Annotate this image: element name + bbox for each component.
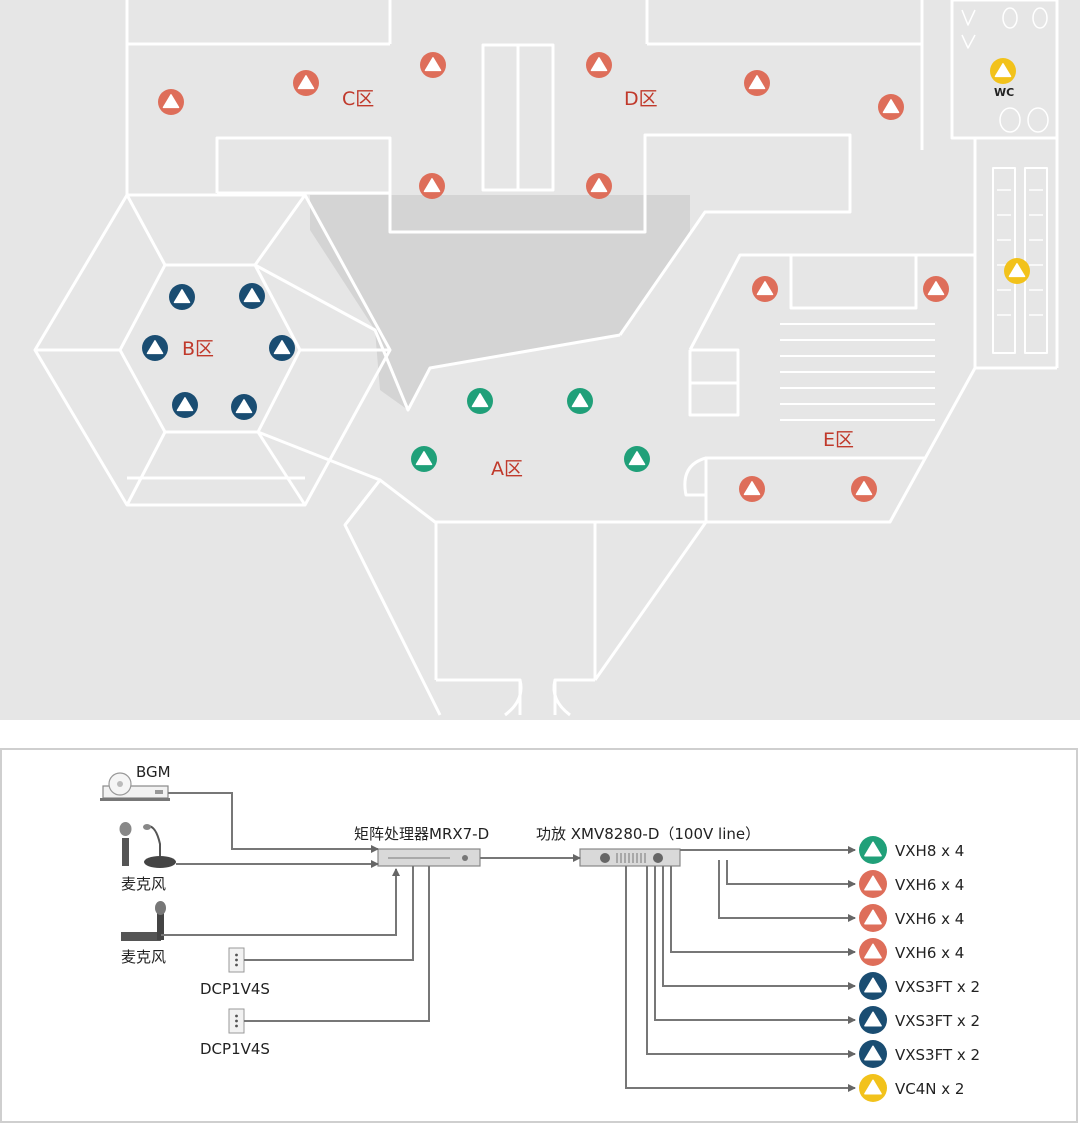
speaker-green-icon: [859, 836, 887, 864]
speaker-red-icon: [878, 94, 904, 120]
output-label: VXS3FT x 2: [895, 1012, 980, 1030]
bgm-label: BGM: [136, 763, 171, 781]
speaker-yellow-icon: [1004, 258, 1030, 284]
speaker-red-icon: [739, 476, 765, 502]
output-label: VXH6 x 4: [895, 876, 964, 894]
mic-label-2: 麦克风: [121, 948, 166, 966]
speaker-green-icon: [567, 388, 593, 414]
speaker-red-icon: [859, 938, 887, 966]
amplifier-icon: [579, 848, 681, 867]
output-line: [662, 866, 856, 990]
speaker-green-icon: [467, 388, 493, 414]
zone-label-a: A区: [491, 458, 523, 480]
speaker-navy-icon: [142, 335, 168, 361]
dcp-label-2: DCP1V4S: [200, 1040, 270, 1058]
processor-label: 矩阵处理器MRX7-D: [354, 825, 489, 843]
output-label: VC4N x 2: [895, 1080, 964, 1098]
zone-label-b: B区: [182, 338, 214, 360]
speaker-navy-icon: [859, 972, 887, 1000]
microphone-icon: [119, 822, 176, 868]
zone-label-e: E区: [823, 429, 854, 451]
output-label: VXH6 x 4: [895, 944, 964, 962]
output-line: [670, 866, 856, 956]
speaker-navy-icon: [859, 1006, 887, 1034]
system-schematic: BGM 麦克风 麦克风 DCP1V4S DCP1V4S 矩阵处理器MRX7-D …: [0, 748, 1078, 1123]
floor-background: [0, 0, 1080, 720]
speaker-green-icon: [411, 446, 437, 472]
output-line: [726, 860, 856, 888]
output-label: VXS3FT x 2: [895, 978, 980, 996]
amplifier-output-lines: [625, 846, 856, 1092]
speaker-red-icon: [744, 70, 770, 96]
output-list: VXH8 x 4 VXH6 x 4 VXH6 x 4 VXH6 x 4 VXS3…: [895, 842, 980, 1098]
speaker-red-icon: [293, 70, 319, 96]
signal-lines: [161, 792, 581, 1022]
speaker-navy-icon: [239, 283, 265, 309]
speaker-green-icon: [624, 446, 650, 472]
atrium-void: [310, 195, 690, 410]
speaker-navy-icon: [169, 284, 195, 310]
speaker-navy-icon: [172, 392, 198, 418]
output-line: [625, 866, 856, 1092]
speaker-navy-icon: [859, 1040, 887, 1068]
zone-label-d: D区: [624, 88, 658, 110]
wc-label: WC: [994, 86, 1014, 99]
speaker-red-icon: [420, 52, 446, 78]
dcp-label-1: DCP1V4S: [200, 980, 270, 998]
speaker-red-icon: [851, 476, 877, 502]
amplifier-label: 功放 XMV8280-D（100V line）: [536, 825, 760, 843]
output-label: VXH8 x 4: [895, 842, 964, 860]
speaker-markers: [142, 52, 1030, 502]
floor-plan: C区 D区 B区 A区 E区 WC: [0, 0, 1080, 720]
output-speaker-icons: [859, 836, 887, 1102]
output-label: VXS3FT x 2: [895, 1046, 980, 1064]
output-line: [654, 866, 856, 1024]
speaker-red-icon: [859, 870, 887, 898]
bgm-player-icon: [100, 772, 170, 801]
dcp-panel-icon: [228, 947, 245, 973]
walls: [33, 0, 1059, 717]
matrix-processor-icon: [377, 848, 481, 867]
speaker-red-icon: [586, 173, 612, 199]
speaker-red-icon: [419, 173, 445, 199]
zone-label-c: C区: [342, 88, 374, 110]
output-line: [646, 866, 856, 1058]
wireless-mic-icon: [121, 901, 166, 941]
speaker-yellow-icon: [990, 58, 1016, 84]
speaker-yellow-icon: [859, 1074, 887, 1102]
speaker-red-icon: [752, 276, 778, 302]
output-label: VXH6 x 4: [895, 910, 964, 928]
speaker-red-icon: [859, 904, 887, 932]
speaker-navy-icon: [269, 335, 295, 361]
dcp-panel-icon: [228, 1008, 245, 1034]
speaker-red-icon: [158, 89, 184, 115]
speaker-navy-icon: [231, 394, 257, 420]
mic-label-1: 麦克风: [121, 875, 166, 893]
output-line: [718, 860, 856, 922]
speaker-red-icon: [923, 276, 949, 302]
speaker-red-icon: [586, 52, 612, 78]
